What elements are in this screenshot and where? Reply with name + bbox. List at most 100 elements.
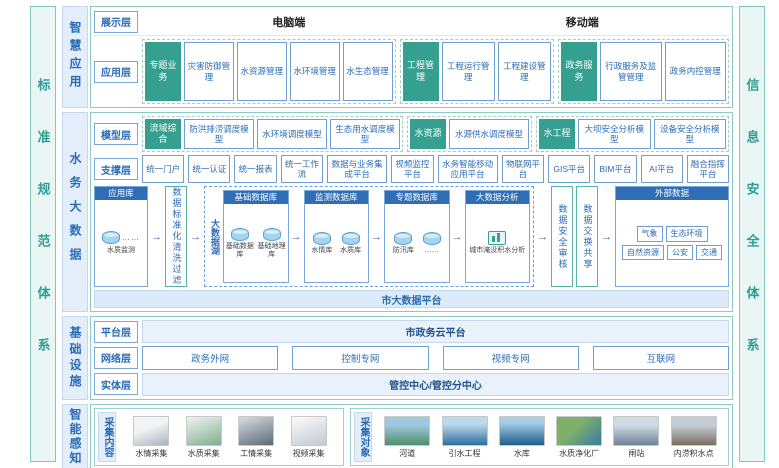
app-item: 灾害防御管理 xyxy=(184,42,234,101)
left-pillar: 标准规范体系 xyxy=(30,6,56,462)
db-label: 水质监测 xyxy=(107,247,135,255)
app-group-government: 政务服务 行政服务及监管管理 政务内控管理 xyxy=(558,39,729,104)
lake-group-analysis: 大数据分析 城市淹没积水分析 xyxy=(464,190,530,283)
object-item: 引水工程 xyxy=(441,415,488,459)
lake-group-basic-db: 基础数据库 基础数据库 基础地理库 xyxy=(223,190,289,283)
main-column: 智慧应用 展示层 电脑端 移动端 应用层 专题业务 灾害防御管理 水资源管理 xyxy=(62,6,733,468)
external-item: 交通 xyxy=(696,244,722,261)
model-group-water-engineering: 水工程 大坝安全分析模型 设备安全分析模型 xyxy=(536,116,729,152)
section-big-data: 水务大数据 模型层 流域综合 防洪排涝调度模型 水环境调度模型 生态用水调度模型… xyxy=(62,112,733,312)
waterlogging-point-photo xyxy=(670,415,717,446)
object-item: 内涝积水点 xyxy=(670,415,717,459)
object-item: 河道 xyxy=(384,415,431,459)
collection-content-box: 采集内容 水情采集 水质采集 工情采集 xyxy=(94,408,344,466)
support-item: 水务智能移动应用平台 xyxy=(437,155,498,183)
gov-cloud-platform-bar: 市政务云平台 xyxy=(142,320,729,344)
lake-group-thematic-db: 专题数据库 防汛库 …… xyxy=(384,190,450,283)
infrastructure-body: 平台层 市政务云平台 网络层 政务外网 控制专网 视频专网 互联网 实体层 管控… xyxy=(90,316,733,400)
reservoir-photo xyxy=(498,415,545,446)
app-item: 政务内控管理 xyxy=(664,42,726,101)
database-icon xyxy=(394,231,413,245)
lake-group-monitoring-db: 监测数据库 水情库 水质库 xyxy=(303,190,369,283)
arrow-right-icon xyxy=(601,231,612,243)
model-layer-chip: 模型层 xyxy=(94,123,138,145)
model-group-water-resource: 水资源 水源供水调度模型 xyxy=(407,116,532,152)
water-level-sensor-photo xyxy=(133,415,170,446)
database-icon xyxy=(230,227,249,241)
group-tag: 工程管理 xyxy=(402,42,439,101)
external-item: 生态环境 xyxy=(665,226,708,242)
data-flow-row: 应用库 …… 水质监测 数据标准化清洗过滤 xyxy=(94,186,729,287)
model-item: 设备安全分析模型 xyxy=(653,119,726,149)
database-icon xyxy=(312,231,331,245)
app-group-thematic: 专题业务 灾害防御管理 水资源管理 水环境管理 水生态管理 xyxy=(142,39,396,104)
network-items: 政务外网 控制专网 视频专网 互联网 xyxy=(142,346,729,370)
app-item: 水生态管理 xyxy=(342,42,393,101)
right-pillar-label: 信息安全体系 xyxy=(744,78,760,390)
external-item: 公安 xyxy=(667,244,693,261)
database-icon xyxy=(262,227,281,241)
support-layer-row: 支撑层 统一门户 统一认证 统一报表 统一工作流 数据与业务集成平台 视频监控平… xyxy=(94,155,730,183)
arrow-right-icon xyxy=(452,231,463,243)
platform-layer-chip: 平台层 xyxy=(94,320,138,343)
control-center-bar: 管控中心/管控分中心 xyxy=(142,372,729,396)
support-layer-chip: 支撑层 xyxy=(94,158,138,180)
arrow-right-icon xyxy=(190,231,201,243)
display-layer-row: 展示层 电脑端 移动端 xyxy=(94,10,729,36)
pc-end-label: 电脑端 xyxy=(272,16,306,29)
network-item: 政务外网 xyxy=(142,346,279,370)
collection-item: 工情采集 xyxy=(238,415,275,459)
section-perception: 智能感知 采集内容 水情采集 水质采集 xyxy=(62,404,733,468)
support-item: 数据与业务集成平台 xyxy=(326,155,388,183)
data-lake-box: 大数据湖 基础数据库 基础数据库 基础地 xyxy=(204,186,534,287)
section-infrastructure-label: 基础设施 xyxy=(62,316,88,400)
section-infrastructure: 基础设施 平台层 市政务云平台 网络层 政务外网 控制专网 视频专网 互联网 xyxy=(62,316,733,400)
smart-app-body: 展示层 电脑端 移动端 应用层 专题业务 灾害防御管理 水资源管理 水环境管理 … xyxy=(90,6,733,108)
support-item: BIM平台 xyxy=(594,155,637,183)
group-tag: 政务服务 xyxy=(561,42,597,101)
app-item: 水环境管理 xyxy=(289,42,340,101)
network-item: 控制专网 xyxy=(292,346,429,370)
left-pillar-label: 标准规范体系 xyxy=(35,78,51,390)
section-perception-label: 智能感知 xyxy=(62,404,88,468)
collection-item: 水质采集 xyxy=(185,415,222,459)
data-exchange-share-box: 数据交换共享 xyxy=(576,186,598,287)
data-lake-title: 大数据湖 xyxy=(210,218,220,255)
object-item: 闸站 xyxy=(613,415,660,459)
display-layer-chip: 展示层 xyxy=(94,10,138,33)
object-item: 水质净化厂 xyxy=(556,415,603,459)
network-layer-chip: 网络层 xyxy=(94,346,138,369)
collection-objects-label: 采集对象 xyxy=(354,412,372,462)
video-camera-photo xyxy=(290,415,327,446)
city-big-data-platform-bar: 市大数据平台 xyxy=(94,290,729,308)
external-data-header: 外部数据 xyxy=(616,187,728,201)
data-filter-box: 数据标准化清洗过滤 xyxy=(165,186,187,287)
object-item: 水库 xyxy=(498,415,545,459)
display-ends: 电脑端 移动端 xyxy=(142,10,729,33)
data-security-audit-box: 数据安全审核 xyxy=(551,186,573,287)
arrow-right-icon xyxy=(151,231,162,243)
db-cylinder-item: 防汛库 xyxy=(393,231,414,255)
section-smart-app-label: 智慧应用 xyxy=(62,6,88,108)
support-item: GIS平台 xyxy=(548,155,591,183)
big-data-body: 模型层 流域综合 防洪排涝调度模型 水环境调度模型 生态用水调度模型 水资源 水… xyxy=(90,112,733,312)
db-cylinder-item: 基础数据库 xyxy=(225,227,255,259)
arrow-right-icon xyxy=(537,231,548,243)
analysis-item: 城市淹没积水分析 xyxy=(469,231,525,255)
db-cylinder-item: 水情库 xyxy=(311,231,332,255)
support-item: 统一工作流 xyxy=(280,155,323,183)
app-item: 工程建设管理 xyxy=(497,42,551,101)
model-item: 生态用水调度模型 xyxy=(330,119,400,149)
support-item: AI平台 xyxy=(640,155,683,183)
mobile-end-label: 移动端 xyxy=(565,16,599,29)
db-cylinder-item: …… xyxy=(422,231,441,255)
collection-objects-box: 采集对象 河道 引水工程 水库 xyxy=(350,408,729,466)
engineering-sensor-photo xyxy=(238,415,275,446)
database-icon xyxy=(422,231,441,245)
application-db-header: 应用库 xyxy=(95,187,147,201)
water-quality-sensor-photo xyxy=(185,415,222,446)
collection-item: 视频采集 xyxy=(290,415,327,459)
network-item: 视频专网 xyxy=(442,346,579,370)
right-pillar: 信息安全体系 xyxy=(739,6,765,462)
analysis-chart-icon xyxy=(488,231,507,246)
